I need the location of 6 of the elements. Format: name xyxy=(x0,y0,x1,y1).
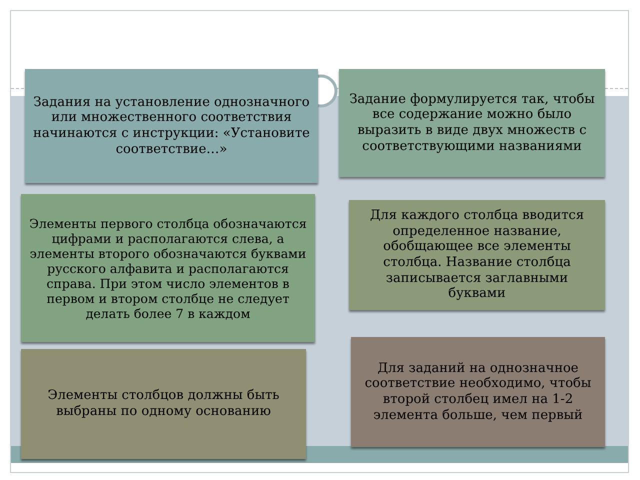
text-box: Задания на установление однозначного или множественного соответствия начинаются с инструкции: «Установите соответствие…» xyxy=(25,69,318,183)
text-box: Для заданий на однозначное соответствие необходимо, чтобы второй столбец имел на 1-2 элемента больше, чем первый xyxy=(351,337,605,447)
text-box: Элементы столбцов должны быть выбраны по одному основанию xyxy=(21,349,306,459)
text-box: Для каждого столбца вводится определенное название, обобщающее все элементы столбца. Название столбца записывается заглавными буквами xyxy=(349,200,605,310)
text-box: Элементы первого столбца обозначаются цифрами и располагаются слева, а элементы второго обозначаются буквами русского алфавита и располагаются справа. При этом число элементов в первом и втором столбце не следует делать более 7 в каждом xyxy=(21,194,315,342)
text-box: Задание формулируется так, чтобы все содержание можно было выразить в виде двух множеств с соответствующими названиями xyxy=(339,69,605,177)
